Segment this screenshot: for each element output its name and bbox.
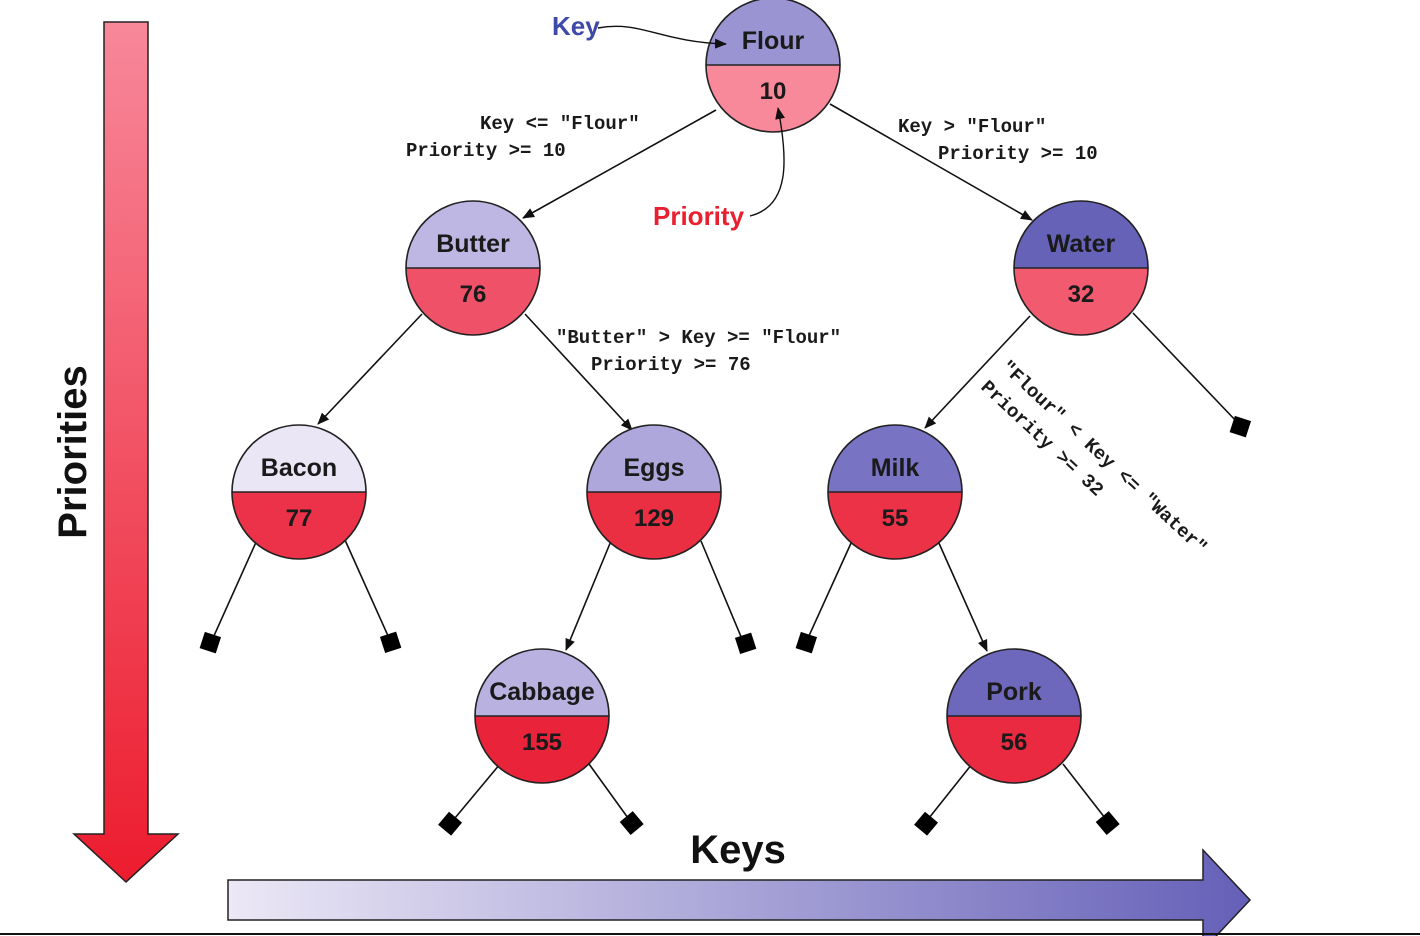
tree-node-eggs: Eggs 129 (586, 424, 722, 560)
condition-butter-right-key: "Butter" > Key >= "Flour" (556, 327, 841, 349)
node-priority-label: 77 (286, 505, 313, 532)
null-leaf (1229, 415, 1252, 438)
condition-flour-left-key: Key <= "Flour" (480, 113, 640, 135)
node-key-half (406, 201, 540, 268)
edge-butter-bacon (317, 313, 423, 425)
edge-milk-null-left (807, 540, 853, 639)
priority-callout-label: Priority (653, 201, 745, 231)
node-outline (474, 648, 610, 784)
node-priority-label: 155 (522, 729, 562, 756)
node-priority-label: 56 (1001, 729, 1028, 756)
edge-cabbage-null-left (454, 763, 501, 819)
node-key-half (706, 0, 840, 65)
condition-flour-right-key: Key > "Flour" (898, 116, 1046, 138)
node-key-half (947, 649, 1081, 716)
edge-milk-pork (937, 540, 988, 652)
node-outline (586, 424, 722, 560)
node-priority-half (475, 716, 609, 783)
edge-pork-null-left (928, 763, 973, 819)
node-priority-half (828, 492, 962, 559)
null-leaf (914, 811, 939, 836)
tree-node-milk: Milk 55 (827, 424, 963, 560)
edge-bacon-null-right (344, 539, 390, 639)
node-outline (705, 0, 841, 133)
node-key-label: Cabbage (489, 678, 595, 706)
node-key-half (232, 425, 366, 492)
edge-eggs-null-right (700, 540, 743, 640)
priority-callout-arrow (749, 107, 785, 217)
null-leaves (199, 415, 1252, 836)
node-outline (827, 424, 963, 560)
node-outline (405, 200, 541, 336)
tree-node-cabbage: Cabbage 155 (474, 648, 610, 784)
node-priority-label: 76 (460, 281, 487, 308)
condition-flour-right-priority: Priority >= 10 (938, 143, 1098, 165)
node-key-label: Milk (871, 454, 920, 482)
edge-butter-eggs (524, 313, 633, 431)
node-key-half (828, 425, 962, 492)
keys-axis-arrow (227, 848, 1252, 936)
tree-node-water: Water 32 (1013, 200, 1149, 336)
node-key-half (587, 425, 721, 492)
keys-axis-label: Keys (690, 828, 786, 872)
condition-flour-left-priority: Priority >= 10 (406, 140, 566, 162)
node-priority-half (232, 492, 366, 559)
node-key-label: Water (1047, 230, 1116, 258)
priorities-axis-arrow (72, 21, 180, 884)
condition-butter-right-priority: Priority >= 76 (591, 354, 751, 376)
node-key-label: Eggs (623, 454, 684, 482)
null-leaf (379, 631, 402, 654)
edge-eggs-cabbage (565, 540, 612, 651)
node-key-half (1014, 201, 1148, 268)
key-callout-arrow (597, 25, 727, 49)
edge-water-null (1132, 312, 1239, 424)
node-priority-half (587, 492, 721, 559)
node-outline (231, 424, 367, 560)
node-priority-half (947, 716, 1081, 783)
node-priority-half (406, 268, 540, 335)
tree-edges (317, 103, 1033, 652)
node-outline (1013, 200, 1149, 336)
node-priority-half (1014, 268, 1148, 335)
key-callout: Key (552, 11, 727, 49)
tree-node-bacon: Bacon 77 (231, 424, 367, 560)
node-key-label: Flour (742, 27, 805, 55)
edge-bacon-null-left (212, 539, 258, 639)
priority-callout: Priority (653, 107, 785, 231)
tree-node-butter: Butter 76 (405, 200, 541, 336)
node-key-half (475, 649, 609, 716)
edge-cabbage-null-right (588, 763, 629, 819)
node-priority-label: 32 (1068, 281, 1095, 308)
node-priority-label: 129 (634, 505, 674, 532)
key-callout-label: Key (552, 11, 600, 41)
tree-node-flour: Flour 10 (705, 0, 841, 133)
null-leaf (199, 631, 222, 654)
edge-flour-butter (522, 109, 717, 219)
null-leaf (438, 811, 463, 836)
node-outline (946, 648, 1082, 784)
node-key-label: Bacon (261, 454, 337, 482)
null-leaf (1095, 811, 1120, 836)
null-edges (212, 312, 1239, 819)
node-key-label: Pork (986, 678, 1042, 706)
null-leaf (795, 631, 818, 654)
null-leaf (734, 632, 757, 655)
edge-conditions: Key <= "Flour" Priority >= 10 Key > "Flo… (406, 113, 1211, 559)
node-priority-label: 55 (882, 505, 909, 532)
node-priority-label: 10 (760, 78, 787, 105)
null-leaf (619, 811, 644, 836)
edge-water-milk (924, 315, 1031, 429)
condition-water-left-key: "Flour" < Key <= "Water" (996, 356, 1211, 559)
edge-flour-water (829, 103, 1033, 221)
node-priority-half (706, 65, 840, 132)
node-key-label: Butter (436, 230, 510, 258)
tree-node-pork: Pork 56 (946, 648, 1082, 784)
edge-pork-null-right (1062, 763, 1106, 819)
priorities-axis-label: Priorities (51, 365, 95, 538)
